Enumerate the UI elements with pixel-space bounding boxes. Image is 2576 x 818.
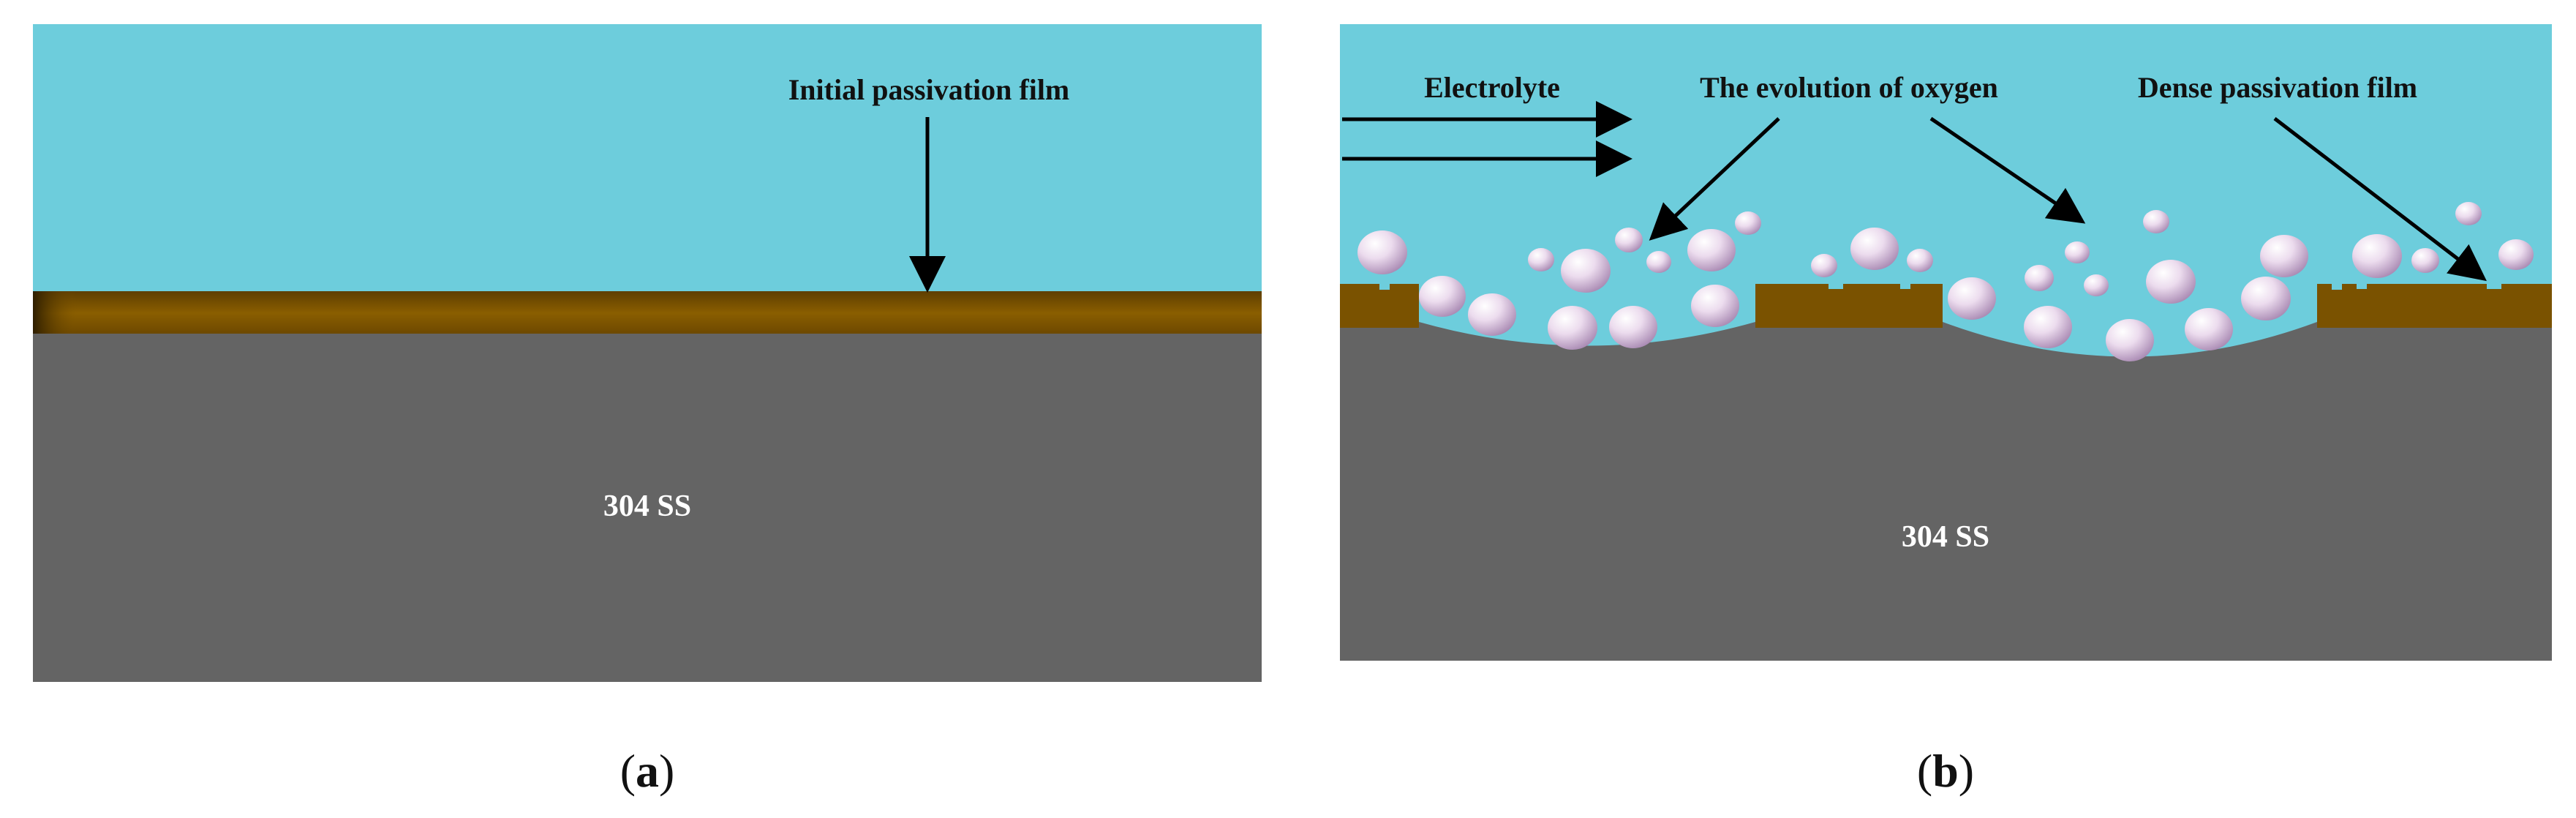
oxygen-bubble bbox=[2065, 241, 2090, 263]
label-initial-passivation-film: Initial passivation film bbox=[788, 73, 1070, 106]
film-segment bbox=[1340, 284, 1419, 328]
arrow-oxygen-left bbox=[1649, 117, 1780, 241]
oxygen-bubble bbox=[2084, 274, 2109, 296]
oxygen-bubble bbox=[2146, 260, 2196, 304]
oxygen-bubble bbox=[2185, 308, 2233, 350]
oxygen-bubble bbox=[1948, 277, 1996, 320]
film-defect bbox=[2332, 282, 2342, 290]
film-defect bbox=[1379, 282, 1390, 290]
oxygen-bubble bbox=[2260, 235, 2308, 277]
oxygen-bubble bbox=[2024, 306, 2072, 348]
oxygen-bubble bbox=[2241, 277, 2291, 320]
oxygen-bubble bbox=[1907, 249, 1933, 272]
oxygen-bubble bbox=[2025, 265, 2054, 291]
film-defect bbox=[1829, 282, 1843, 289]
label-304-ss-a: 304 SS bbox=[603, 489, 691, 523]
oxygen-bubble bbox=[2455, 202, 2482, 225]
oxygen-bubble bbox=[1468, 293, 1516, 336]
film-defect bbox=[2487, 282, 2501, 289]
label-electrolyte: Electrolyte bbox=[1424, 71, 1560, 104]
oxygen-bubble bbox=[1687, 229, 1736, 271]
oxygen-bubble bbox=[1561, 249, 1611, 293]
arrow-oxygen-right bbox=[1929, 116, 2086, 224]
oxygen-bubble bbox=[2411, 248, 2439, 273]
arrow-dense-film bbox=[2273, 117, 2487, 282]
caption-b: (b) bbox=[1917, 745, 1974, 797]
dense-passivation-film-segments bbox=[1340, 282, 2552, 328]
oxygen-bubble bbox=[1357, 230, 1407, 274]
film-defect bbox=[1900, 282, 1910, 289]
oxygen-bubble bbox=[1811, 254, 1837, 277]
panel-b: Electrolyte The evolution of oxygen Dens… bbox=[1340, 24, 2552, 797]
caption-a: (a) bbox=[620, 745, 675, 797]
oxygen-bubble bbox=[1615, 228, 1643, 252]
electrolyte-region-b bbox=[1340, 24, 2552, 285]
electrolyte-region bbox=[33, 24, 1262, 293]
film-defect bbox=[2357, 282, 2367, 289]
oxygen-bubble bbox=[1646, 251, 1671, 273]
panel-a: Initial passivation film 304 SS (a) bbox=[33, 24, 1262, 797]
oxygen-bubble bbox=[1691, 285, 1739, 327]
label-dense-passivation-film: Dense passivation film bbox=[2138, 71, 2417, 104]
oxygen-bubble bbox=[1528, 248, 1554, 271]
oxygen-bubble bbox=[1609, 306, 1657, 348]
oxygen-bubble bbox=[2143, 210, 2169, 233]
oxygen-bubbles bbox=[1357, 202, 2534, 361]
film-segment bbox=[1755, 284, 1943, 328]
oxygen-bubble bbox=[1850, 228, 1899, 270]
label-evolution-of-oxygen: The evolution of oxygen bbox=[1700, 71, 1998, 104]
steel-substrate bbox=[33, 334, 1262, 682]
initial-passivation-film bbox=[33, 291, 1262, 335]
film-segment bbox=[2317, 284, 2552, 328]
oxygen-bubble bbox=[2498, 239, 2534, 270]
oxygen-bubble bbox=[1735, 211, 1761, 235]
label-304-ss-b: 304 SS bbox=[1902, 520, 1989, 554]
film-edge-shade bbox=[33, 291, 77, 335]
oxygen-bubble bbox=[1419, 276, 1466, 317]
oxygen-bubble bbox=[2352, 234, 2402, 278]
oxygen-bubble bbox=[2106, 319, 2154, 361]
oxygen-bubble bbox=[1548, 306, 1597, 350]
